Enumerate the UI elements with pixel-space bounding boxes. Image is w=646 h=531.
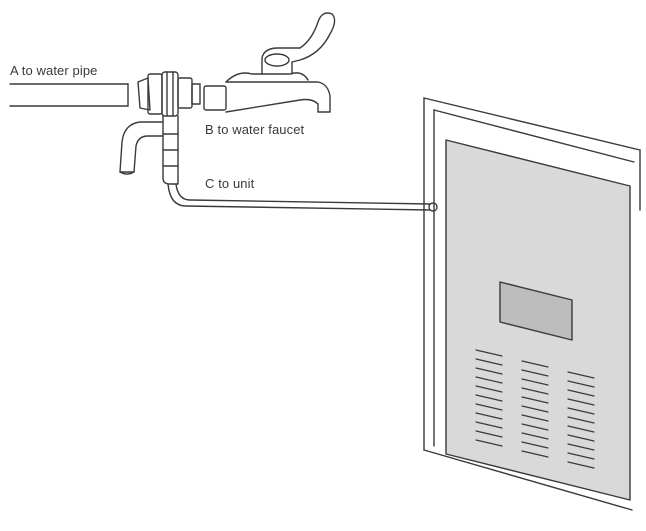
- vent-slot: [567, 443, 595, 451]
- vent-slot: [567, 371, 595, 379]
- vent-slot: [567, 380, 595, 388]
- vent-slot: [475, 394, 503, 402]
- vent-slot: [521, 396, 549, 404]
- vent-slot: [475, 439, 503, 447]
- vent-slot: [521, 414, 549, 422]
- vent-slot: [567, 407, 595, 415]
- tube-line-icon: [167, 183, 438, 212]
- label-to-unit: C to unit: [205, 176, 255, 191]
- vent-slot: [567, 398, 595, 406]
- vent-slot: [475, 358, 503, 366]
- vent-slot: [475, 412, 503, 420]
- vent-slot: [521, 360, 549, 368]
- vent-slot: [475, 349, 503, 357]
- vent-slot: [567, 425, 595, 433]
- vent-slot: [521, 378, 549, 386]
- vent-slot: [567, 434, 595, 442]
- label-to-water-pipe: A to water pipe: [10, 63, 98, 78]
- vent-slot: [521, 450, 549, 458]
- vent-slot: [475, 430, 503, 438]
- drain-spout-icon: [119, 121, 164, 175]
- vent-slot: [475, 367, 503, 375]
- vent-slot: [567, 389, 595, 397]
- vent-slot: [567, 416, 595, 424]
- vent-slot: [521, 432, 549, 440]
- tee-valve-icon: [137, 71, 201, 185]
- vent-slot: [567, 461, 595, 469]
- vent-slot: [521, 369, 549, 377]
- vent-slot: [521, 387, 549, 395]
- vent-grille-icon: [475, 349, 595, 469]
- vent-slot: [475, 376, 503, 384]
- vent-slot: [475, 385, 503, 393]
- vent-slot: [521, 423, 549, 431]
- vent-slot: [567, 452, 595, 460]
- vent-slot: [475, 403, 503, 411]
- label-to-water-faucet: B to water faucet: [205, 122, 305, 137]
- vent-slot: [521, 405, 549, 413]
- water-pipe-icon: [9, 83, 129, 107]
- vent-slot: [475, 421, 503, 429]
- vent-slot: [521, 441, 549, 449]
- appliance-unit-icon: [423, 97, 641, 511]
- water-faucet-icon: [203, 12, 336, 113]
